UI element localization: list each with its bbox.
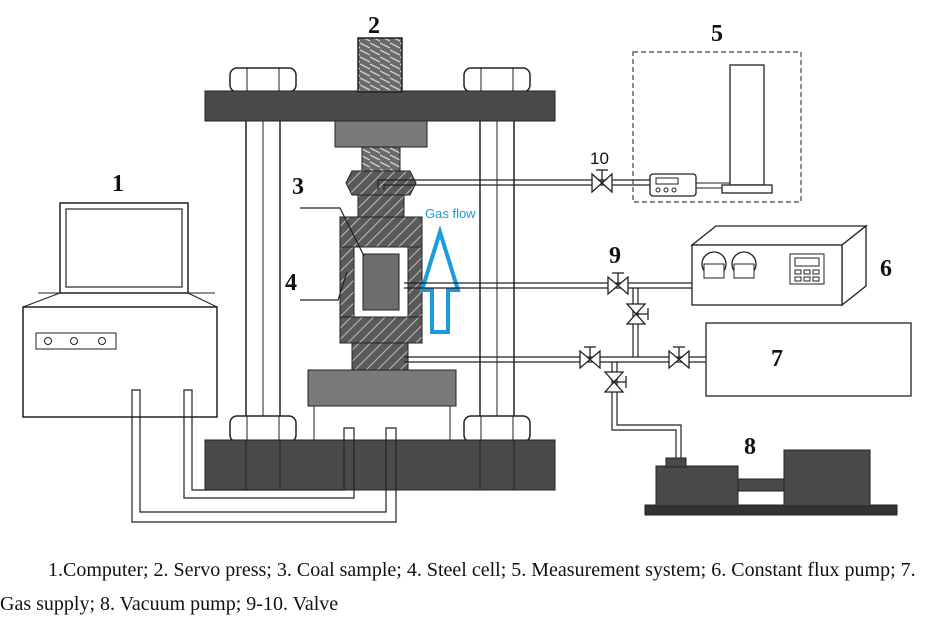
press-screw (357, 37, 403, 93)
label-steel-cell: 4 (285, 270, 297, 296)
upper-platen (334, 120, 428, 148)
top-nut-left (229, 67, 297, 93)
gas-flow-label: Gas flow (425, 206, 476, 221)
valve-icon (603, 371, 627, 393)
valve-icon (607, 272, 629, 296)
knob-icon (731, 251, 757, 279)
display-icon (655, 177, 679, 185)
label-vacuum-pump: 8 (744, 434, 756, 460)
label-coal-sample: 3 (292, 174, 304, 200)
valve-icon (579, 346, 601, 370)
gas-supply (705, 322, 912, 397)
label-valve-9: 9 (609, 243, 621, 269)
top-nut-right (463, 67, 531, 93)
experimental-setup-diagram: Gas flow (22, 13, 912, 523)
leader-line-coal-sample (300, 207, 365, 257)
leader-line-steel-cell (300, 271, 348, 301)
valve-icon (668, 346, 690, 370)
bottom-nut-right (463, 415, 531, 443)
computer (22, 202, 218, 418)
flow-meter (649, 173, 697, 197)
piston-head (345, 170, 417, 196)
gas-flow-arrow-icon (419, 225, 461, 334)
valve-icon (591, 169, 613, 194)
lower-platen (307, 369, 457, 407)
measurement-system (632, 51, 802, 203)
label-measurement-system: 5 (711, 21, 723, 47)
bottom-nut-left (229, 415, 297, 443)
press-base (204, 439, 556, 491)
label-computer: 1 (112, 171, 124, 197)
label-gas-supply: 7 (771, 346, 783, 372)
steel-cell (339, 194, 423, 371)
coal-sample (362, 253, 400, 311)
data-cables (131, 389, 397, 523)
label-valve-10: 10 (590, 149, 609, 168)
servo-press-frame (204, 37, 556, 491)
gas-burette (729, 64, 765, 186)
knob-icon (701, 251, 727, 279)
vacuum-pump (644, 449, 898, 516)
top-crossbeam (204, 90, 556, 122)
label-servo-press: 2 (368, 13, 380, 39)
piston-screw (361, 146, 401, 172)
valve-icon (625, 303, 649, 325)
constant-flux-pump (690, 224, 868, 307)
figure-caption: 1.Computer; 2. Servo press; 3. Coal samp… (0, 559, 916, 615)
label-constant-flux-pump: 6 (880, 256, 892, 282)
